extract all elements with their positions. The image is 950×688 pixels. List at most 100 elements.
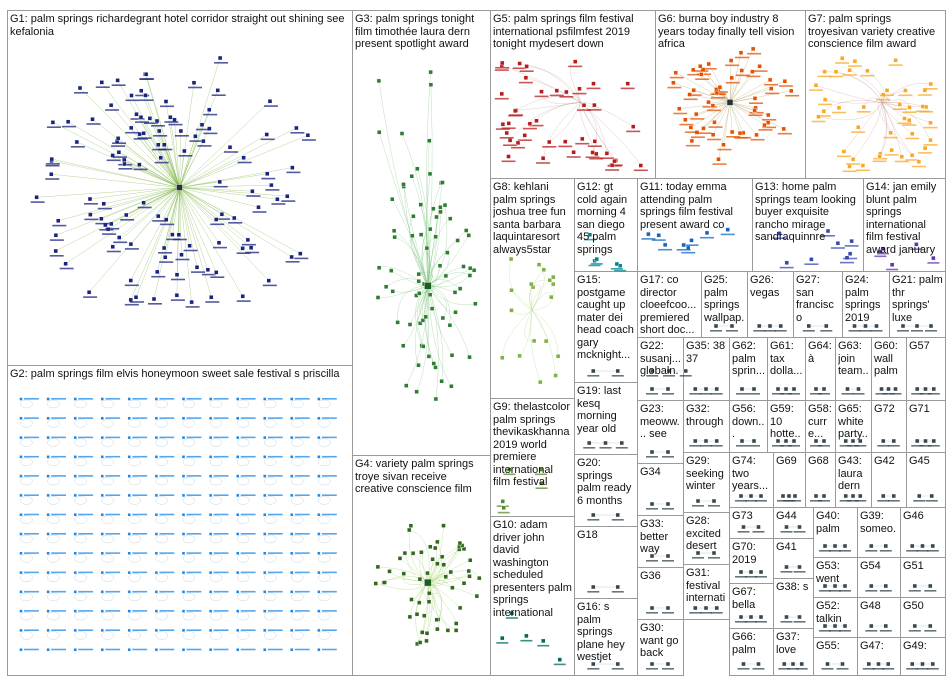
vertex-label — [102, 233, 117, 235]
vertex-label — [321, 552, 337, 554]
vertex-label — [753, 330, 766, 332]
vertex — [154, 628, 159, 633]
vertex — [375, 295, 381, 300]
group-label-g18: G18 — [577, 529, 598, 541]
vertices-g30 — [646, 661, 674, 670]
vertex — [399, 131, 405, 136]
vertices-g40 — [819, 543, 851, 552]
group-box-g73 — [729, 507, 774, 539]
vertex — [442, 202, 448, 208]
vertex — [438, 209, 443, 215]
edge — [140, 117, 180, 188]
vertex-label — [112, 156, 127, 158]
self-loop — [291, 515, 304, 524]
vertex-label — [151, 125, 165, 127]
group-label-g12: G12: gt cold again morning 4 san diego 4… — [577, 181, 628, 256]
vertex — [290, 609, 294, 613]
self-loop — [209, 399, 223, 409]
vertex — [181, 493, 186, 498]
vertex-label — [124, 284, 139, 287]
vertex-label — [772, 445, 784, 447]
vertex — [508, 256, 514, 262]
vertex-label — [587, 109, 602, 111]
vertex — [843, 438, 848, 444]
vertex — [154, 513, 159, 517]
vertex — [499, 91, 504, 97]
vertex-label — [240, 590, 256, 593]
vertex-label — [321, 455, 337, 458]
edge — [729, 52, 742, 103]
vertex-label — [86, 123, 101, 125]
vertex-label — [536, 162, 551, 164]
vertex-label — [159, 398, 175, 400]
vertex — [893, 58, 898, 63]
self-loop — [101, 515, 114, 524]
edge — [179, 187, 278, 200]
vertex-label — [105, 109, 120, 111]
vertex — [821, 386, 827, 392]
vertex — [856, 386, 861, 392]
vertex-label — [191, 271, 205, 273]
edge — [176, 187, 180, 296]
edge — [531, 284, 555, 311]
vertex — [847, 164, 852, 169]
vertex-label — [159, 571, 175, 574]
vertex-label — [511, 146, 525, 149]
vertex-label — [910, 248, 923, 250]
vertex — [928, 137, 933, 143]
self-loop — [236, 611, 250, 621]
self-loop — [209, 611, 223, 621]
vertex-label — [237, 161, 252, 164]
vertex — [73, 590, 77, 594]
vertex — [681, 242, 686, 248]
vertex — [182, 148, 187, 154]
vertex — [691, 88, 696, 93]
vertex-label — [651, 239, 666, 241]
self-loop — [236, 476, 250, 486]
vertex — [539, 89, 544, 94]
vertex-label — [183, 249, 198, 252]
edge — [729, 79, 771, 103]
vertex-label — [132, 475, 148, 477]
vertex — [181, 628, 186, 633]
vertex-label — [240, 398, 256, 400]
vertex-label — [203, 113, 218, 116]
vertex — [762, 122, 767, 128]
vertex — [416, 279, 421, 284]
vertices-g39 — [865, 543, 892, 552]
vertex — [201, 138, 206, 144]
vertex-label — [839, 550, 851, 552]
vertex — [649, 553, 655, 559]
self-loop — [264, 438, 277, 447]
vertex-label — [205, 301, 220, 303]
group-box-g59 — [767, 400, 806, 453]
vertex — [375, 564, 381, 570]
edge — [519, 309, 533, 357]
vertex — [427, 292, 433, 297]
vertex-label — [862, 668, 875, 670]
vertex-label — [587, 519, 600, 521]
vertex — [289, 254, 294, 260]
group-box-g62 — [729, 337, 768, 401]
vertex — [127, 532, 132, 536]
vertex-label — [836, 668, 849, 670]
vertex-label — [294, 257, 309, 260]
vertex — [539, 481, 544, 486]
vertex — [468, 266, 473, 271]
vertex — [615, 584, 620, 590]
vertex — [500, 499, 505, 504]
vertex — [448, 216, 453, 221]
vertex-label — [51, 417, 66, 419]
vertex — [717, 84, 723, 90]
vertices-g5 — [494, 59, 648, 172]
vertex — [407, 527, 412, 533]
vertex — [515, 140, 521, 146]
vertex — [688, 125, 694, 130]
vertex — [424, 245, 430, 251]
vertex — [110, 153, 115, 158]
vertex — [154, 590, 159, 594]
vertex-label — [919, 445, 932, 447]
group-label-g72: G72 — [874, 403, 895, 415]
vertex-label — [676, 249, 691, 251]
vertex — [631, 124, 636, 129]
